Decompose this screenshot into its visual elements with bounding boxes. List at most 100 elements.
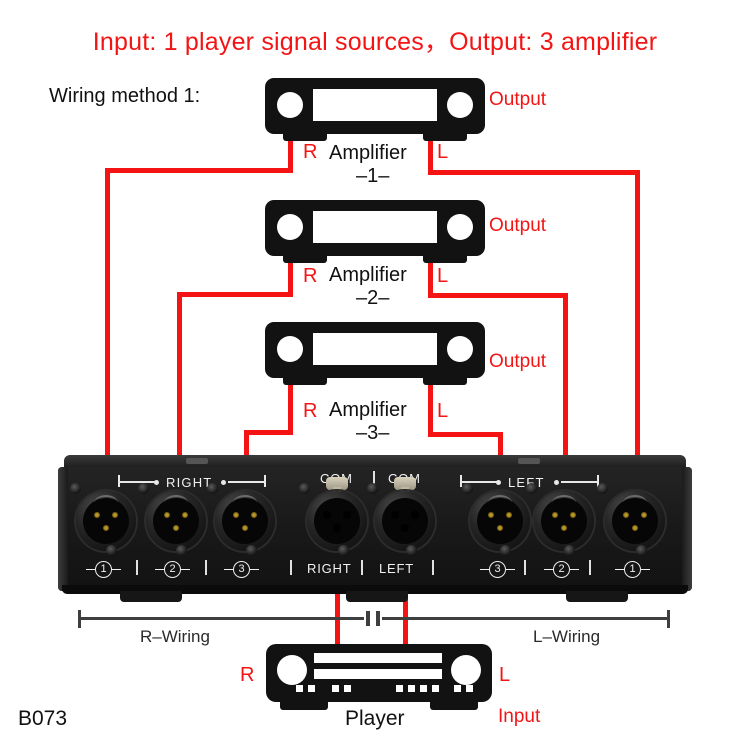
xlr-pin-2 xyxy=(570,512,576,518)
port-label-right-1: 1 xyxy=(86,560,121,578)
xlr-output-left-3[interactable] xyxy=(470,491,530,551)
player-foot-right xyxy=(430,702,478,710)
player-label: Player xyxy=(345,707,405,730)
l-wiring-cap-right xyxy=(667,610,670,628)
amplifier-2-number: –2– xyxy=(356,287,390,309)
right-group-bracket-line-right xyxy=(228,481,266,483)
amplifier-knob-left-icon[interactable] xyxy=(277,336,303,362)
xlr-input-com-left[interactable] xyxy=(375,491,435,551)
xlr-notch xyxy=(488,495,512,503)
distributor-vent-right xyxy=(518,458,540,464)
screw-icon xyxy=(70,483,81,494)
wire-amp2-r-vert-b xyxy=(177,292,182,518)
distributor-edge-right xyxy=(682,467,692,591)
com-latch-body xyxy=(394,477,416,490)
wire-amp1-r-vert-b xyxy=(105,168,110,518)
amplifier-2-output-label: Output xyxy=(489,215,547,236)
xlr-pin-1 xyxy=(94,512,100,518)
dash-right xyxy=(570,568,579,570)
xlr-pin-2 xyxy=(112,512,118,518)
l-wiring-label: L–Wiring xyxy=(533,627,601,646)
dash-left xyxy=(480,568,489,570)
screw-icon xyxy=(176,545,187,556)
amplifier-foot-right xyxy=(423,378,467,385)
xlr-pin-2 xyxy=(182,512,188,518)
player-button[interactable] xyxy=(396,685,403,692)
dash-right xyxy=(250,568,259,570)
distributor-foot-center xyxy=(346,591,408,602)
screw-icon xyxy=(406,545,417,556)
xlr-notch xyxy=(233,495,257,503)
xlr-pin-3 xyxy=(561,525,567,531)
player-button[interactable] xyxy=(296,685,303,692)
wire-amp3-r-horz xyxy=(244,430,293,435)
player-device[interactable] xyxy=(266,644,492,710)
port-number: 2 xyxy=(164,560,181,578)
player-terminal-l: L xyxy=(499,664,511,686)
port-separator xyxy=(290,560,292,575)
amplifier-3-terminal-r: R xyxy=(303,400,318,422)
dash-left xyxy=(155,568,164,570)
xlr-hole-1 xyxy=(391,511,399,519)
player-knob-right-icon[interactable] xyxy=(451,655,481,685)
xlr-hole-2 xyxy=(343,511,351,519)
player-button[interactable] xyxy=(420,685,427,692)
xlr-output-right-2[interactable] xyxy=(146,491,206,551)
player-button[interactable] xyxy=(432,685,439,692)
xlr-output-left-1[interactable] xyxy=(605,491,665,551)
xlr-pin-3 xyxy=(632,525,638,531)
xlr-pin-1 xyxy=(233,512,239,518)
amplifier-1-output-label: Output xyxy=(489,89,547,110)
xlr-hole-1 xyxy=(323,511,331,519)
player-display-bar-bottom xyxy=(314,669,442,679)
amplifier-3-name: Amplifier xyxy=(329,399,407,421)
port-label-left-3: 3 xyxy=(480,560,515,578)
dash-right xyxy=(112,568,121,570)
l-wiring-line xyxy=(382,617,668,620)
xlr-output-right-3[interactable] xyxy=(215,491,275,551)
xlr-hole-3 xyxy=(333,524,341,532)
xlr-notch xyxy=(623,495,647,503)
amplifier-2[interactable] xyxy=(265,200,485,263)
com-input-label-left: LEFT xyxy=(379,561,414,576)
amplifier-knob-right-icon[interactable] xyxy=(447,92,473,118)
player-button[interactable] xyxy=(408,685,415,692)
port-separator xyxy=(361,560,363,575)
amplifier-display xyxy=(313,89,437,121)
player-knob-left-icon[interactable] xyxy=(277,655,307,685)
amplifier-knob-right-icon[interactable] xyxy=(447,214,473,240)
player-button[interactable] xyxy=(332,685,339,692)
amplifier-knob-left-icon[interactable] xyxy=(277,92,303,118)
player-button[interactable] xyxy=(308,685,315,692)
amplifier-3[interactable] xyxy=(265,322,485,385)
xlr-pin-2 xyxy=(251,512,257,518)
xlr-output-right-1[interactable] xyxy=(76,491,136,551)
player-button[interactable] xyxy=(466,685,473,692)
port-number: 3 xyxy=(489,560,506,578)
right-group-dot-right xyxy=(221,480,226,485)
xlr-pin-2 xyxy=(506,512,512,518)
wire-amp1-r-horz xyxy=(105,168,293,173)
wire-amp1-l-vert-a xyxy=(428,130,433,175)
amplifier-knob-right-icon[interactable] xyxy=(447,336,473,362)
player-button[interactable] xyxy=(454,685,461,692)
xlr-notch xyxy=(94,495,118,503)
xlr-notch xyxy=(164,495,188,503)
wiring-method-label: Wiring method 1: xyxy=(49,85,201,107)
amplifier-knob-left-icon[interactable] xyxy=(277,214,303,240)
xlr-output-left-2[interactable] xyxy=(534,491,594,551)
amplifier-2-terminal-l: L xyxy=(437,265,449,287)
xlr-input-com-right[interactable] xyxy=(307,491,367,551)
amplifier-1[interactable] xyxy=(265,78,485,141)
wire-amp3-l-horz xyxy=(428,432,503,437)
player-button[interactable] xyxy=(344,685,351,692)
dash-left xyxy=(615,568,624,570)
right-group-label: RIGHT xyxy=(166,475,213,490)
port-separator xyxy=(432,560,434,575)
port-separator xyxy=(524,560,526,575)
distributor-edge-left xyxy=(58,467,68,591)
xlr-pin-3 xyxy=(497,525,503,531)
amplifier-1-terminal-l: L xyxy=(437,141,449,163)
signal-distributor[interactable]: RIGHT LEFT COM COM xyxy=(58,455,692,603)
